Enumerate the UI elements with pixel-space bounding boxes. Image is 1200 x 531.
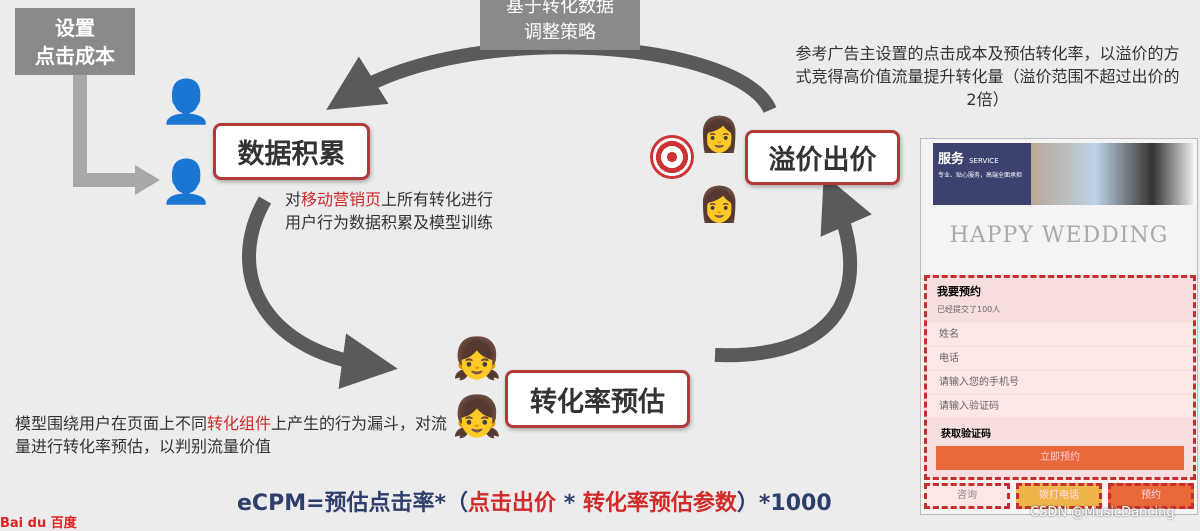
happy-wedding-title: HAPPY WEDDING [949, 223, 1169, 248]
set-cost-box: 设置 点击成本 [15, 8, 135, 75]
data-accumulate-label: 数据积累 [213, 123, 370, 180]
submit-booking-button[interactable]: 立即预约 [936, 446, 1184, 470]
l-arrow-head [135, 165, 160, 195]
formula-cvr-param: 转化率预估参数 [582, 491, 737, 516]
wedding-photo [1031, 143, 1193, 205]
submitted-count: 已经提交了100人 [937, 305, 1001, 314]
desc-highlight: 移动营销页 [301, 190, 382, 209]
desc-highlight: 转化组件 [207, 414, 272, 433]
set-cost-line1: 设置 [55, 16, 95, 40]
get-code-button[interactable]: 获取验证码 [941, 429, 991, 440]
girl-icon: 👧👧 [452, 336, 502, 440]
consult-button[interactable]: 咨询 [924, 483, 1010, 509]
call-button[interactable]: 拨打电话 [1016, 483, 1102, 509]
target-icon [650, 135, 694, 179]
woman-icon: 👩👩 [698, 115, 741, 225]
top-box-line2: 调整策略 [524, 22, 596, 43]
adjust-strategy-box: 基于转化数据 调整策略 [480, 0, 640, 50]
watermark: CSDN @MusicDancing [1030, 505, 1175, 520]
l-arrow [73, 75, 140, 187]
booking-form: 我要预约 已经提交了100人 姓名 电话 请输入您的手机号 请输入验证码 获取验… [924, 275, 1196, 480]
code-input[interactable]: 请输入验证码 [927, 395, 1193, 419]
set-cost-line2: 点击成本 [35, 44, 115, 68]
premium-bid-desc: 参考广告主设置的点击成本及预估转化率，以溢价的方式竞得高价值流量提升转化量（溢价… [795, 44, 1180, 109]
name-input[interactable]: 姓名 [927, 323, 1193, 347]
baidu-logo: Bai du 百度 [0, 516, 77, 531]
banner-row: 服务 SERVICE 专业、贴心服务，高端全面承担 [933, 143, 1193, 205]
cvr-predict-desc: 模型围绕用户在页面上不同转化组件上产生的行为漏斗，对流量进行转化率预估，以判别流… [15, 412, 450, 458]
banner-text: 专业、贴心服务，高端全面承担 [938, 172, 1023, 179]
data-accumulate-desc: 对移动营销页上所有转化进行用户行为数据积累及模型训练 [285, 188, 500, 234]
person-icon: 👤👤 [160, 77, 213, 206]
desc-text: 模型围绕用户在页面上不同 [15, 414, 208, 433]
mobile-input[interactable]: 请输入您的手机号 [927, 371, 1193, 395]
bottom-action-bar: 咨询 拨打电话 预约 [924, 483, 1194, 509]
desc-text: 上所有转化进行用户行为数据积累及模型训练 [285, 190, 494, 232]
landing-page-preview: 服务 SERVICE 专业、贴心服务，高端全面承担 HAPPY WEDDING 我… [920, 138, 1198, 515]
ecpm-formula: eCPM=预估点击率*（点击出价 * 转化率预估参数）*1000 [237, 485, 832, 517]
arrow-left [242, 196, 398, 389]
formula-click-bid: 点击出价 [468, 491, 557, 516]
banner-sub: SERVICE [969, 157, 999, 165]
desc-text: 上产生的行为漏斗，对流量进行转化率预估，以判别流量价值 [15, 414, 448, 456]
top-box-line1: 基于转化数据 [506, 0, 614, 17]
arrow-right [714, 174, 872, 363]
phone-label-input[interactable]: 电话 [927, 347, 1193, 371]
formula-part: ）*1000 [736, 491, 832, 516]
book-button[interactable]: 预约 [1108, 483, 1194, 509]
formula-part: * [556, 491, 583, 516]
desc-text: 对 [285, 190, 302, 209]
service-banner: 服务 SERVICE 专业、贴心服务，高端全面承担 [933, 143, 1031, 205]
form-title: 我要预约 [937, 285, 981, 298]
cvr-predict-label: 转化率预估 [505, 370, 690, 428]
premium-bid-label: 溢价出价 [745, 130, 900, 185]
formula-part: eCPM=预估点击率*（ [237, 491, 469, 516]
banner-title: 服务 [938, 152, 965, 167]
